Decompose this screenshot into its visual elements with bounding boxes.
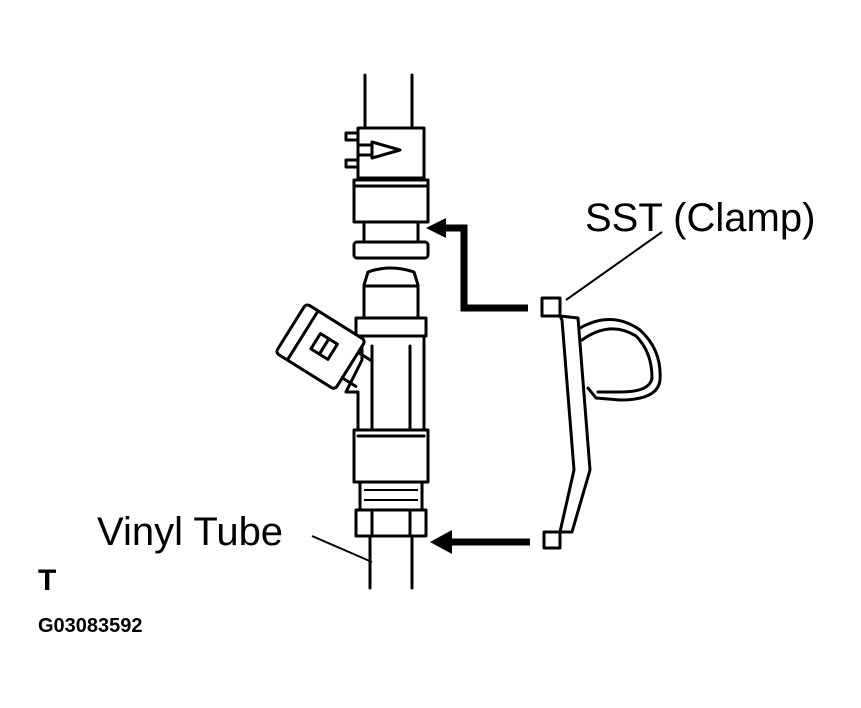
vinyl-tube-leader-line	[311, 535, 373, 563]
injector-body	[344, 266, 430, 538]
injector-electrical-connector	[275, 303, 374, 390]
figure-code-label: G03083592	[38, 615, 143, 637]
vinyl-tube	[368, 534, 414, 590]
upper-arrow	[426, 218, 528, 312]
sst-clamp-label: SST (Clamp)	[585, 196, 816, 240]
sst-clamp	[540, 296, 662, 550]
sst-leader-line	[565, 231, 663, 301]
marker-label: T	[38, 564, 57, 597]
vinyl-tube-label: Vinyl Tube	[97, 510, 284, 554]
upper-fuel-pipe	[363, 73, 414, 130]
upper-clip-connector	[344, 126, 426, 180]
lower-arrow	[430, 530, 530, 554]
upper-collar	[352, 178, 430, 260]
